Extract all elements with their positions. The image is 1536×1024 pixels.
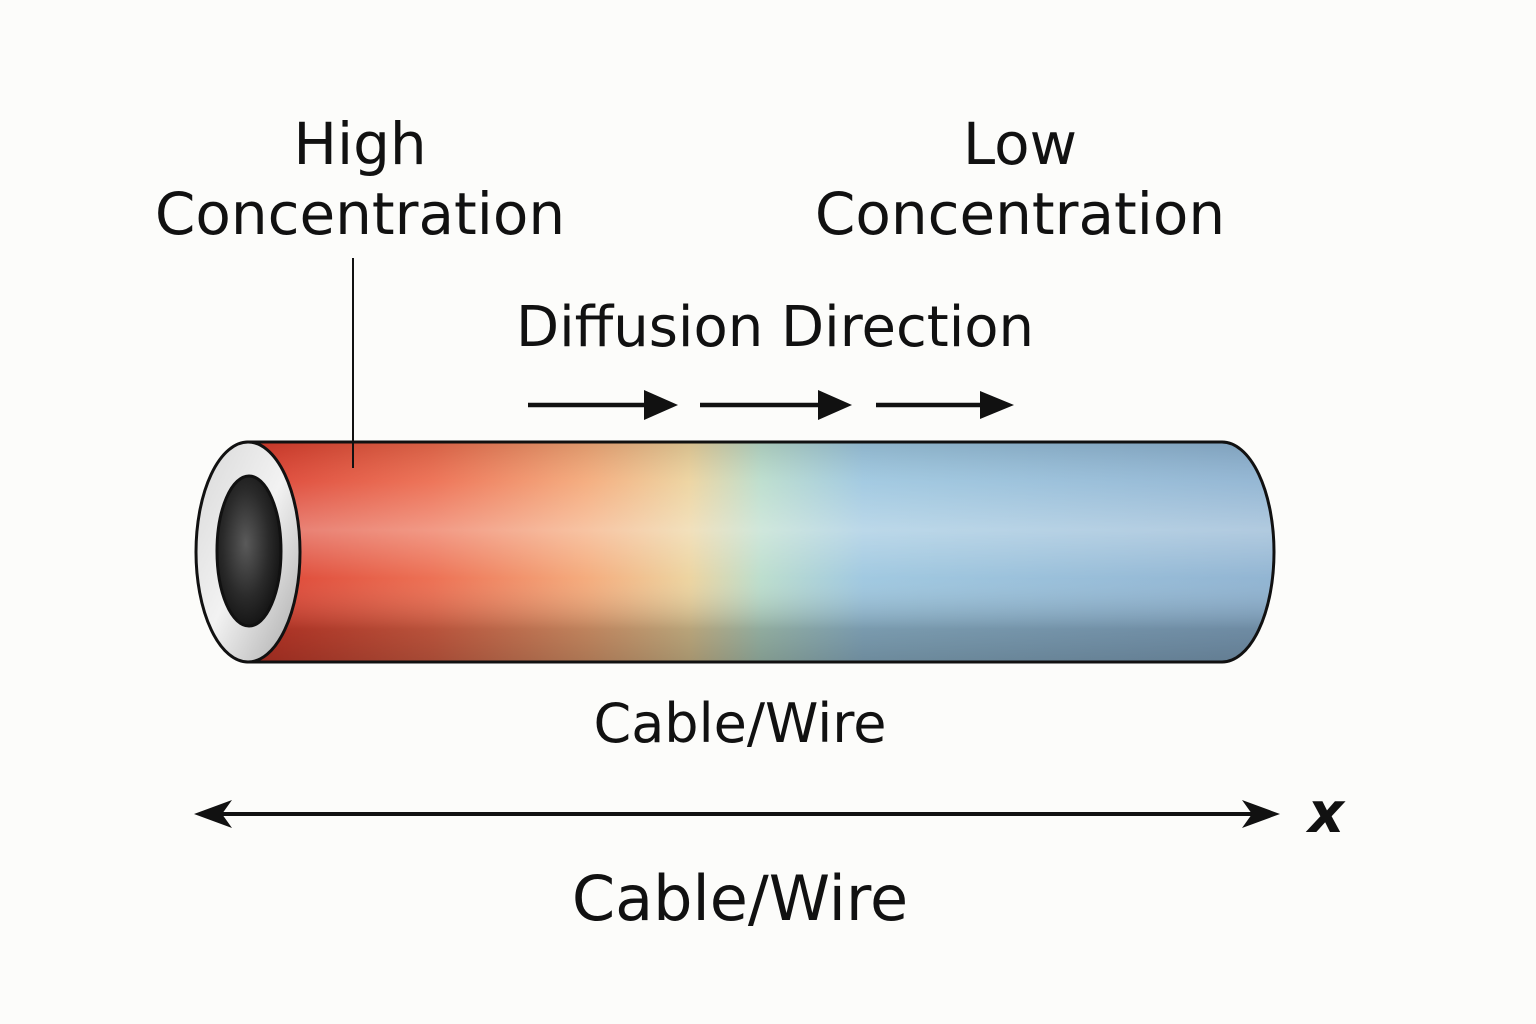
right-arrow-icon xyxy=(528,390,678,420)
right-arrow-icon xyxy=(876,391,1014,419)
high-label-line-1: High xyxy=(293,110,427,178)
cable-wire-axis-label: Cable/Wire xyxy=(571,862,909,935)
cable-end-cross-section xyxy=(194,440,302,664)
cable-wire-label: Cable/Wire xyxy=(593,692,887,755)
cable-body xyxy=(246,440,1276,664)
high-concentration-label: High Concentration xyxy=(150,110,570,249)
cable-core-bore xyxy=(215,474,283,628)
low-label-line-1: Low xyxy=(962,110,1078,178)
diffusion-arrows xyxy=(528,390,1014,420)
low-label-line-2: Concentration xyxy=(814,179,1226,248)
right-arrow-icon xyxy=(700,390,852,420)
diffusion-direction-label: Diffusion Direction xyxy=(515,295,1035,360)
low-concentration-label: Low Concentration xyxy=(800,110,1240,249)
x-axis-label: x xyxy=(1307,781,1345,846)
double-headed-arrow-icon xyxy=(194,800,1280,828)
high-label-line-2: Concentration xyxy=(154,179,566,248)
